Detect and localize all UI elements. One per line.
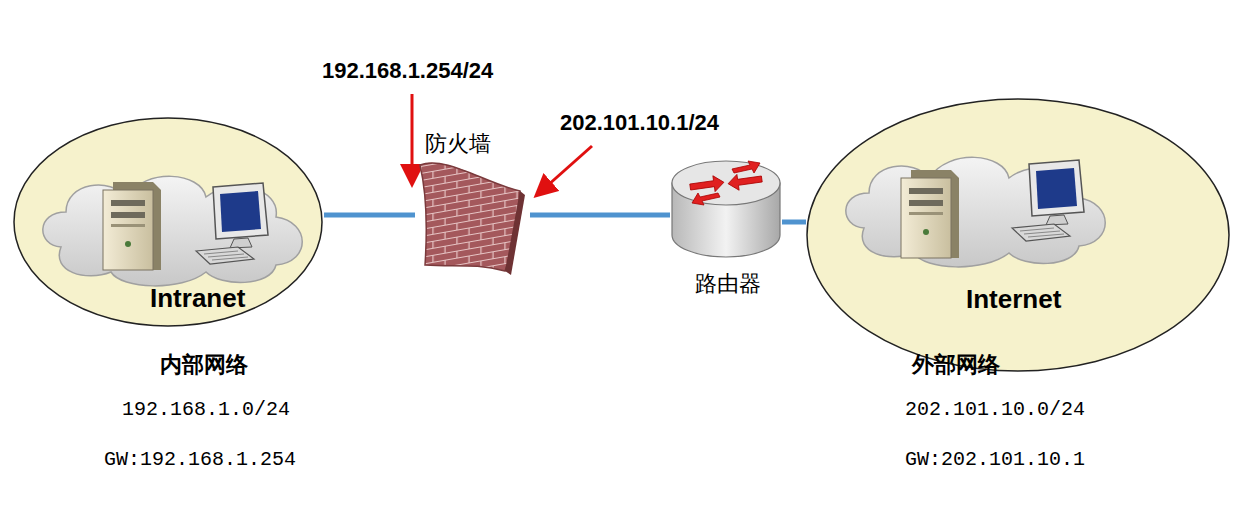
internet-ellipse: Internet [806,98,1230,372]
network-address: 202.101.10.0/24 [905,398,1085,421]
router: 路由器 [670,155,782,300]
intranet-ellipse: Intranet [13,117,324,327]
interface-address: 192.168.1.254/24 [322,58,493,84]
internet-ellipse-shape [806,98,1230,372]
network-name: 外部网络 [912,350,1000,380]
node-label: 防火墙 [425,129,491,159]
gateway-address: GW:202.101.10.1 [905,448,1085,471]
node-label: 路由器 [695,269,761,299]
node-label: Internet [966,284,1061,315]
network-name: 内部网络 [160,350,248,380]
leader-arrow [538,146,592,194]
gateway-address: GW:192.168.1.254 [104,448,296,471]
firewall: 防火墙 [415,125,530,280]
node-label: Intranet [150,283,245,314]
interface-address: 202.101.10.1/24 [560,110,719,136]
network-link [782,220,806,225]
network-link [530,213,670,218]
leader-arrow [411,94,414,182]
network-link [324,213,415,218]
network-address: 192.168.1.0/24 [122,398,290,421]
